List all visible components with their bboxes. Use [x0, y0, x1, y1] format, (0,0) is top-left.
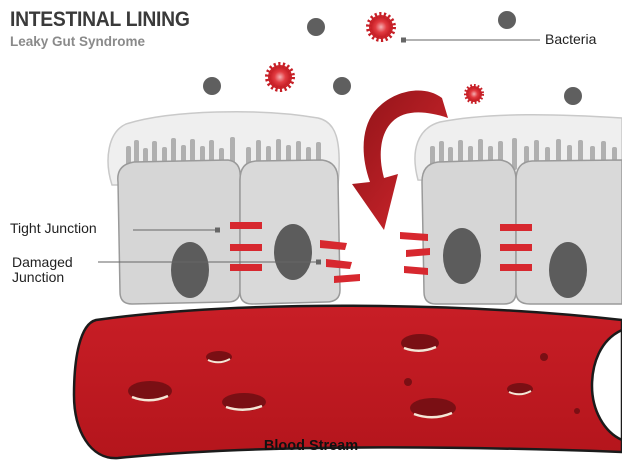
bacterium-gray — [307, 18, 325, 36]
left-nucleus-2 — [274, 224, 312, 280]
bacterium-gray — [498, 11, 516, 29]
blood-stream-label: Blood Stream — [0, 438, 622, 454]
damaged-junction-label-line1: Damaged — [12, 255, 73, 270]
damaged-junction-bars-right — [400, 232, 430, 275]
bacterium-red — [369, 15, 393, 39]
blood-cell — [222, 393, 266, 411]
left-nucleus-1 — [171, 242, 209, 298]
right-nucleus-2 — [549, 242, 587, 298]
blood-cell — [410, 398, 456, 418]
blood-cell — [206, 351, 232, 363]
left-cell-group — [108, 112, 360, 304]
bacteria-group — [203, 11, 582, 105]
blood-cell — [401, 334, 439, 352]
bacterium-red — [466, 86, 482, 102]
blood-vessel — [74, 306, 622, 458]
bacterium-red — [268, 65, 292, 89]
page-title: INTESTINAL LINING — [10, 8, 190, 32]
bacteria-label: Bacteria — [545, 32, 596, 47]
right-cell-group — [400, 115, 622, 304]
tight-junction-label: Tight Junction — [10, 221, 97, 236]
bacterium-gray — [564, 87, 582, 105]
blood-cell — [507, 383, 533, 395]
right-nucleus-1 — [443, 228, 481, 284]
page-subtitle: Leaky Gut Syndrome — [10, 34, 145, 49]
blood-cell — [128, 381, 172, 401]
damaged-junction-label: Damaged Junction — [12, 255, 73, 285]
bacterium-gray — [333, 77, 351, 95]
damaged-junction-label-line2: Junction — [12, 270, 73, 285]
bacterium-gray — [203, 77, 221, 95]
